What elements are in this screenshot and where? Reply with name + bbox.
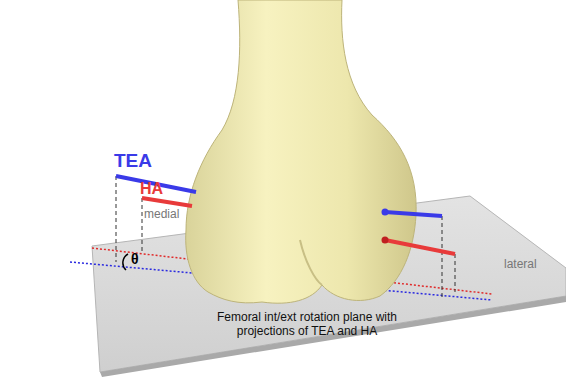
- ha-axis-lateral: [385, 240, 455, 254]
- angle-symbol: θ: [131, 251, 139, 267]
- plane-caption: Femoral int/ext rotation plane with proj…: [192, 311, 422, 339]
- ha-axis-medial: [142, 198, 192, 206]
- tea-point: [382, 209, 389, 216]
- tea-axis-lateral: [385, 212, 442, 216]
- axis-label: HA: [140, 180, 163, 198]
- projection-dashes: [116, 176, 455, 298]
- side-label: medial: [144, 208, 179, 222]
- femur: [186, 0, 416, 303]
- plane-edge: [100, 296, 566, 377]
- notch-shading: [300, 240, 322, 285]
- side-label: lateral: [504, 258, 537, 272]
- angle-arc: [123, 254, 128, 270]
- axis-label: TEA: [114, 150, 152, 172]
- ha-point: [382, 237, 389, 244]
